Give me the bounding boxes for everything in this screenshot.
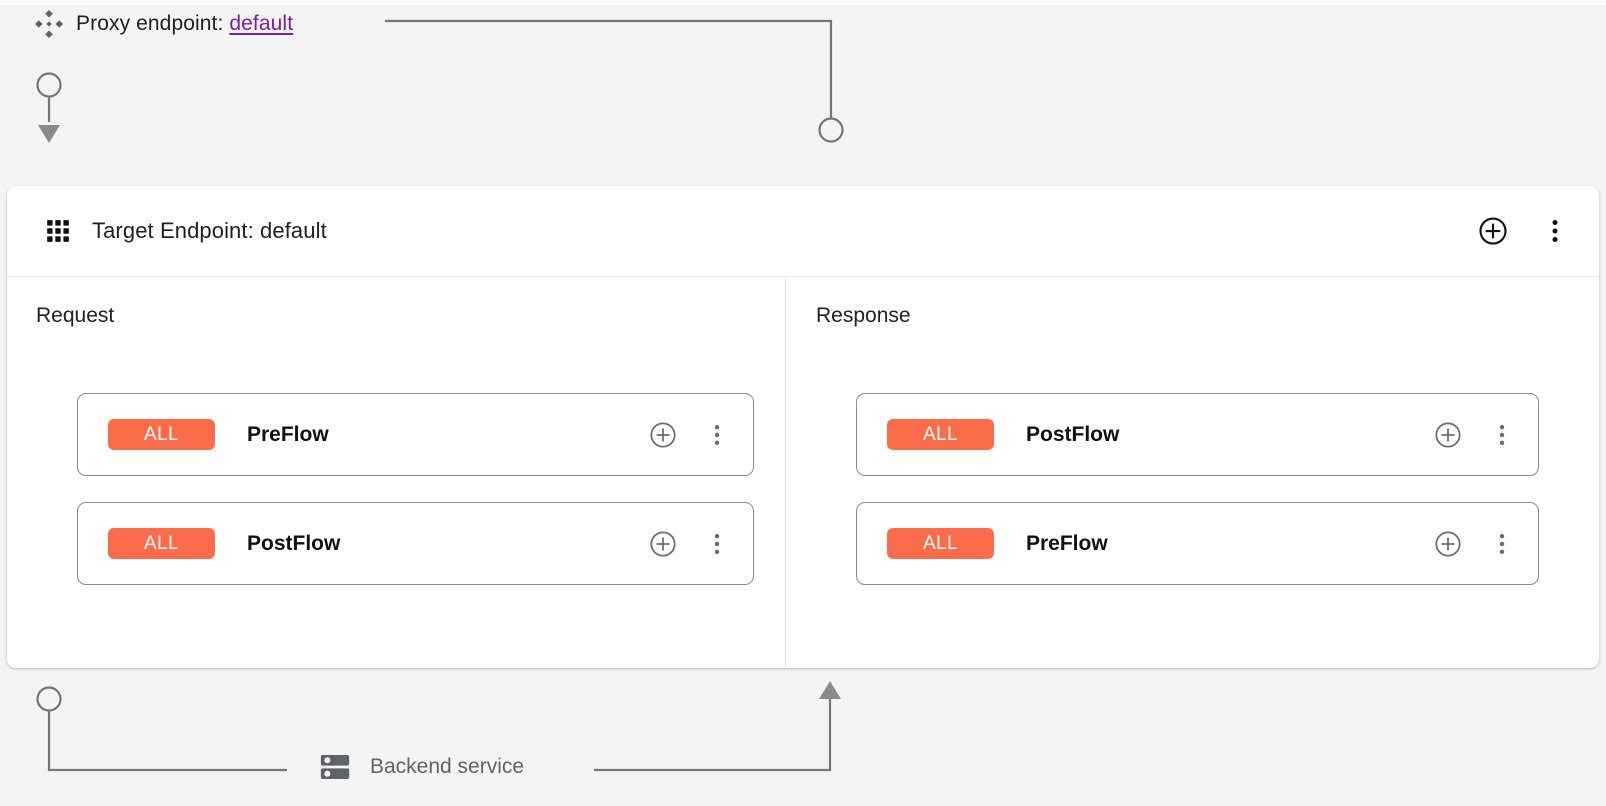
- flow-name-label: PostFlow: [247, 531, 341, 555]
- node-target-inbound: [818, 117, 844, 143]
- arrow-proxy-inbound: [38, 125, 60, 143]
- request-flow-list: ALL PreFlow: [77, 393, 754, 611]
- flow-condition-badge: ALL: [887, 419, 994, 450]
- proxy-endpoint-link[interactable]: default: [229, 12, 294, 35]
- target-endpoint-actions: [1477, 215, 1571, 247]
- flow-row-actions: [1432, 419, 1518, 451]
- proxy-endpoint-title: Proxy endpoint: default: [76, 12, 293, 36]
- flow-row[interactable]: ALL PreFlow: [77, 393, 754, 476]
- add-circle-icon[interactable]: [647, 419, 679, 451]
- wire-backend-to-response: [594, 697, 832, 772]
- add-circle-icon[interactable]: [1432, 528, 1464, 560]
- backend-service-label: Backend service: [370, 755, 525, 778]
- target-endpoint-title: Target Endpoint: default: [92, 218, 327, 243]
- target-endpoint-header: Target Endpoint: default: [7, 186, 1599, 277]
- response-column: Response ALL PostFlow: [786, 277, 1599, 668]
- backend-service[interactable]: Backend service: [318, 750, 524, 784]
- more-vert-icon[interactable]: [1486, 528, 1518, 560]
- proxy-diamond-icon: [35, 10, 63, 38]
- flow-row[interactable]: ALL PreFlow: [856, 502, 1539, 585]
- response-column-label: Response: [816, 304, 911, 327]
- response-flow-list: ALL PostFlow: [856, 393, 1539, 611]
- more-vert-icon[interactable]: [1486, 419, 1518, 451]
- node-target-outbound: [36, 686, 62, 712]
- flow-name-label: PreFlow: [247, 422, 329, 446]
- proxy-endpoint-header: Proxy endpoint: default: [34, 4, 293, 44]
- more-vert-icon[interactable]: [701, 419, 733, 451]
- server-rack-icon: [320, 754, 350, 780]
- flow-condition-badge: ALL: [887, 528, 994, 559]
- flow-condition-badge: ALL: [108, 528, 215, 559]
- add-circle-icon[interactable]: [1477, 215, 1509, 247]
- wire-target-to-backend: [47, 711, 287, 772]
- arrow-backend-return: [819, 681, 841, 699]
- proxy-endpoint-label: Proxy endpoint:: [76, 12, 224, 35]
- flow-row[interactable]: ALL PostFlow: [856, 393, 1539, 476]
- request-column-label: Request: [36, 304, 115, 327]
- flow-row-actions: [647, 528, 733, 560]
- flow-condition-badge: ALL: [108, 419, 215, 450]
- more-vert-icon[interactable]: [701, 528, 733, 560]
- top-edge-strip: [0, 0, 1606, 5]
- flow-columns: Request ALL PreFlow: [7, 277, 1599, 668]
- add-circle-icon[interactable]: [1432, 419, 1464, 451]
- request-column: Request ALL PreFlow: [7, 277, 786, 668]
- wire-proxy-to-target: [385, 19, 833, 119]
- flow-row[interactable]: ALL PostFlow: [77, 502, 754, 585]
- grid-dots-icon: [47, 220, 69, 242]
- more-vert-icon[interactable]: [1539, 215, 1571, 247]
- flow-row-actions: [1432, 528, 1518, 560]
- flow-name-label: PostFlow: [1026, 422, 1120, 446]
- flow-name-label: PreFlow: [1026, 531, 1108, 555]
- target-endpoint-card: Target Endpoint: default: [7, 186, 1599, 668]
- node-proxy-outbound: [36, 72, 62, 98]
- add-circle-icon[interactable]: [647, 528, 679, 560]
- flow-row-actions: [647, 419, 733, 451]
